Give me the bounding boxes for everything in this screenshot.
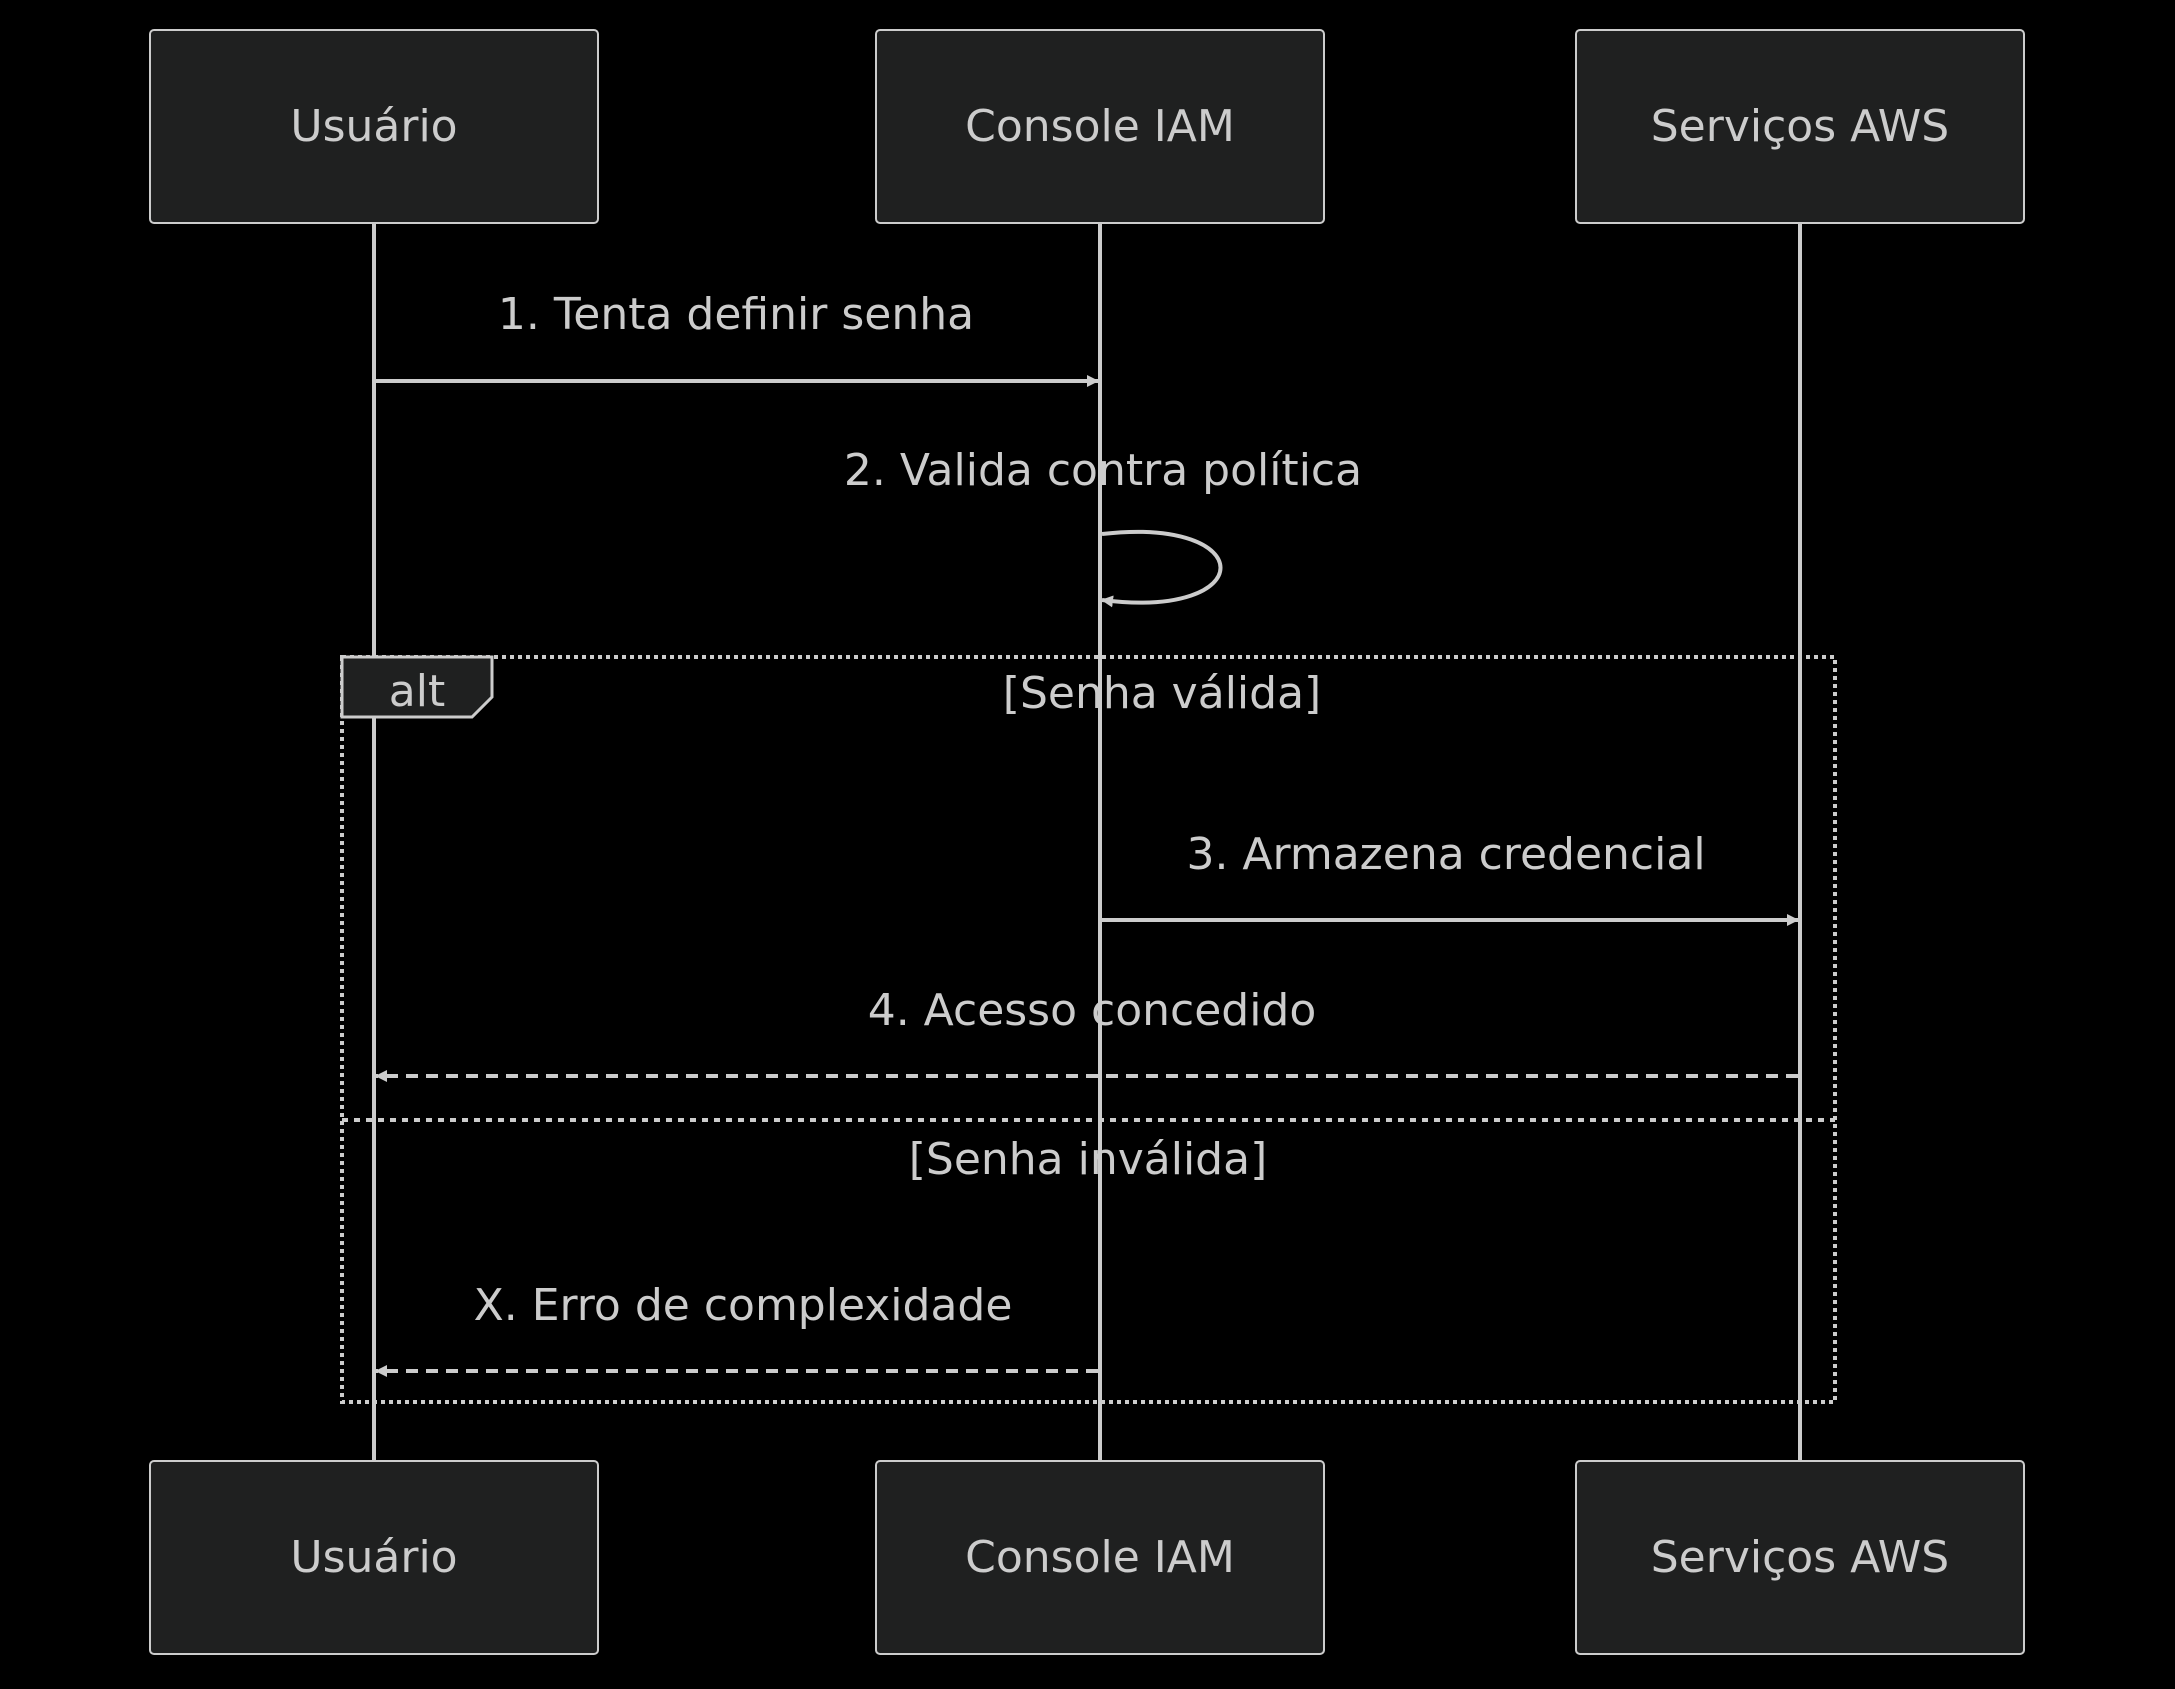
actor-aws-bottom: Serviços AWS (1575, 1460, 2025, 1655)
message-label-4: 4. Acesso concedido (868, 985, 1317, 1036)
alt-condition-invalid: [Senha inválida] (909, 1134, 1268, 1185)
alt-keyword: alt (389, 666, 445, 717)
alt-condition-valid: [Senha válida] (1003, 668, 1321, 719)
alt-label-box (340, 655, 494, 719)
actor-user-bottom: Usuário (149, 1460, 599, 1655)
actor-user-top: Usuário (149, 29, 599, 224)
message-label-1: 1. Tenta definir senha (498, 289, 974, 340)
actor-console-bottom: Console IAM (875, 1460, 1325, 1655)
message-label-3: 3. Armazena credencial (1186, 829, 1705, 880)
alt-frame (340, 655, 1837, 1404)
message-arrow-2 (1101, 529, 1223, 608)
message-label-2: 2. Valida contra política (844, 445, 1362, 496)
message-label-5: X. Erro de complexidade (474, 1280, 1013, 1331)
actor-console-top: Console IAM (875, 29, 1325, 224)
actor-aws-top: Serviços AWS (1575, 29, 2025, 224)
